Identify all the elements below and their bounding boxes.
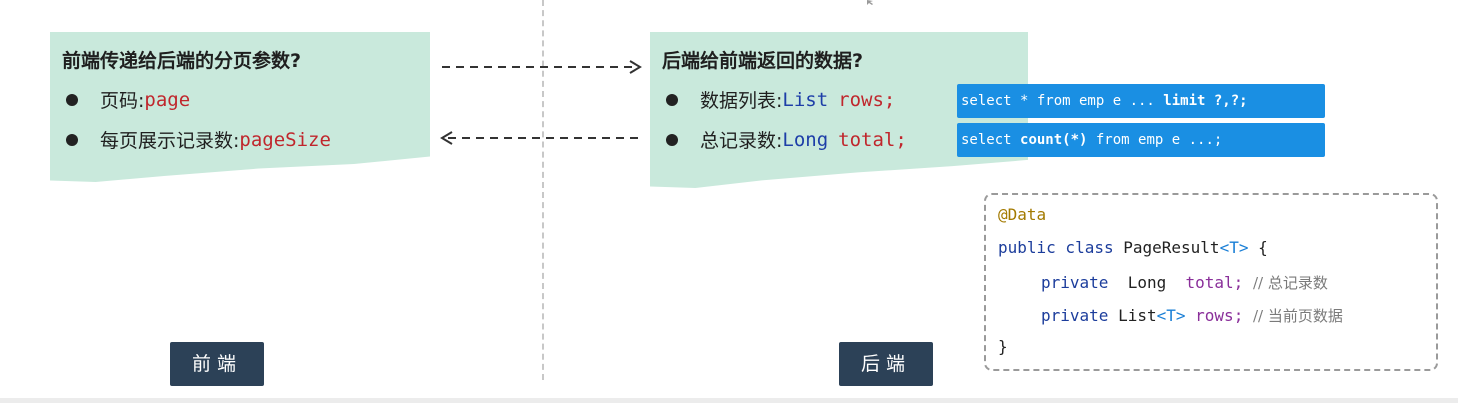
bullet-icon bbox=[66, 93, 78, 106]
mouse-cursor-icon bbox=[867, 0, 873, 5]
code-field: total; bbox=[1185, 273, 1244, 292]
frontend-params-card: 前端传递给后端的分页参数? 页码: page 每页展示记录数: pageSize bbox=[50, 32, 430, 182]
center-divider bbox=[542, 0, 544, 380]
item-code-name: total; bbox=[838, 128, 907, 151]
code-keyword: private bbox=[1041, 273, 1109, 292]
bullet-icon bbox=[666, 133, 678, 146]
item-label: 数据列表: bbox=[700, 90, 783, 112]
frontend-card-title: 前端传递给后端的分页参数? bbox=[62, 50, 302, 72]
frontend-item-pagesize: 每页展示记录数: pageSize bbox=[62, 126, 331, 153]
code-generic: <T> bbox=[1219, 238, 1249, 257]
sql-text: select * from emp e ... bbox=[961, 93, 1164, 109]
item-code-type: Long bbox=[782, 128, 829, 151]
backend-card-title: 后端给前端返回的数据? bbox=[662, 50, 864, 72]
code-field-total: private Long total; // 总记录数 bbox=[1041, 272, 1328, 293]
response-arrow-left-icon bbox=[440, 131, 642, 145]
sql-keyword: count(*) bbox=[1020, 132, 1088, 148]
backend-item-rows: 数据列表: List rows; bbox=[662, 86, 895, 113]
code-type: Long bbox=[1127, 273, 1167, 292]
bottom-bar bbox=[0, 398, 1458, 403]
code-keyword: private bbox=[1041, 306, 1109, 325]
sql-text: select bbox=[961, 132, 1021, 148]
item-code-name: rows; bbox=[838, 88, 896, 111]
item-code-type: List bbox=[782, 88, 829, 111]
bullet-icon bbox=[666, 93, 678, 106]
sql-rows-query: select * from emp e ... limit ?,?; bbox=[957, 84, 1325, 118]
code-annotation: @Data bbox=[998, 205, 1047, 224]
sql-text: from emp e ...; bbox=[1087, 132, 1223, 148]
code-comment: // 总记录数 bbox=[1252, 274, 1328, 292]
code-field-rows: private List<T> rows; // 当前页数据 bbox=[1041, 305, 1343, 326]
sql-count-query: select count(*) from emp e ...; bbox=[957, 123, 1325, 157]
code-class-name: PageResult bbox=[1123, 238, 1220, 257]
item-code: page bbox=[144, 88, 191, 111]
frontend-label: 前端 bbox=[170, 342, 264, 386]
code-class-declaration: public class PageResult<T> { bbox=[998, 238, 1268, 257]
code-type: List bbox=[1118, 306, 1157, 325]
item-label: 每页展示记录数: bbox=[100, 130, 240, 152]
sql-keyword: limit ?,?; bbox=[1163, 93, 1248, 109]
code-generic: <T> bbox=[1156, 306, 1186, 325]
request-arrow-right-icon bbox=[442, 60, 642, 74]
code-brace: { bbox=[1258, 238, 1268, 257]
page-result-code-block: @Data public class PageResult<T> { priva… bbox=[984, 193, 1438, 371]
item-code: pageSize bbox=[239, 128, 331, 151]
item-label: 页码: bbox=[100, 90, 145, 112]
code-field: rows; bbox=[1195, 306, 1244, 325]
code-brace-close: } bbox=[998, 337, 1008, 356]
bullet-icon bbox=[66, 133, 78, 146]
code-keyword: public class bbox=[998, 238, 1114, 257]
backend-item-total: 总记录数: Long total; bbox=[662, 126, 907, 153]
backend-label: 后端 bbox=[839, 342, 933, 386]
item-label: 总记录数: bbox=[700, 130, 783, 152]
frontend-item-page: 页码: page bbox=[62, 86, 190, 113]
code-comment: // 当前页数据 bbox=[1252, 307, 1343, 325]
